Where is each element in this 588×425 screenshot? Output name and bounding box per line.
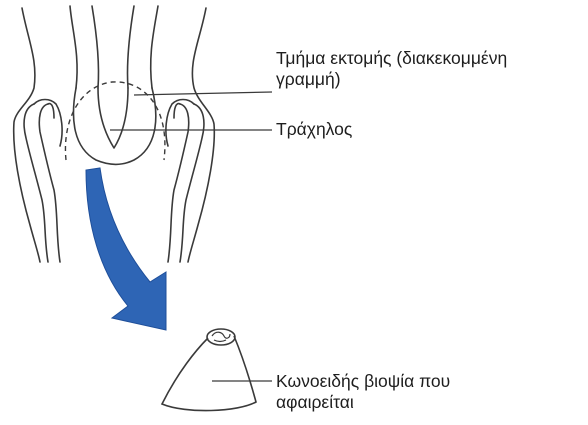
removal-arrow bbox=[86, 168, 166, 330]
cervix-label: Τράχηλος bbox=[276, 119, 352, 140]
cone-biopsy-specimen bbox=[162, 329, 256, 411]
cervix-shape bbox=[73, 88, 155, 165]
fornix-right-top bbox=[166, 100, 194, 147]
canal-wall-left-inner bbox=[92, 6, 99, 88]
canal-wall-right-inner bbox=[127, 6, 134, 88]
fornix-left-inner bbox=[39, 104, 60, 262]
fornix-left bbox=[24, 104, 48, 262]
canal-wall-right-outer bbox=[151, 6, 158, 88]
outer-wall-right bbox=[188, 8, 214, 262]
excision-area-label-line1: Τμήμα εκτομής (διακεκομμένη bbox=[276, 48, 507, 69]
cervical-canal bbox=[98, 88, 128, 148]
excision-dashed-line bbox=[65, 82, 164, 160]
cone-biopsy-label-line2: αφαιρείται bbox=[276, 392, 450, 413]
outer-wall-left bbox=[14, 8, 40, 262]
cone-biopsy-label-line1: Κωνοειδής βιοψία που bbox=[276, 371, 450, 392]
fornix-right bbox=[180, 104, 204, 262]
cervix-label-line1: Τράχηλος bbox=[276, 119, 352, 140]
leader-excision bbox=[134, 92, 272, 95]
fornix-left-top bbox=[34, 100, 62, 147]
canal-wall-left-outer bbox=[70, 6, 77, 88]
excision-area-label-line2: γραμμή) bbox=[276, 69, 507, 90]
fornix-right-inner bbox=[168, 104, 189, 262]
cone-biopsy-label: Κωνοειδής βιοψία που αφαιρείται bbox=[276, 371, 450, 413]
excision-area-label: Τμήμα εκτομής (διακεκομμένη γραμμή) bbox=[276, 48, 507, 90]
